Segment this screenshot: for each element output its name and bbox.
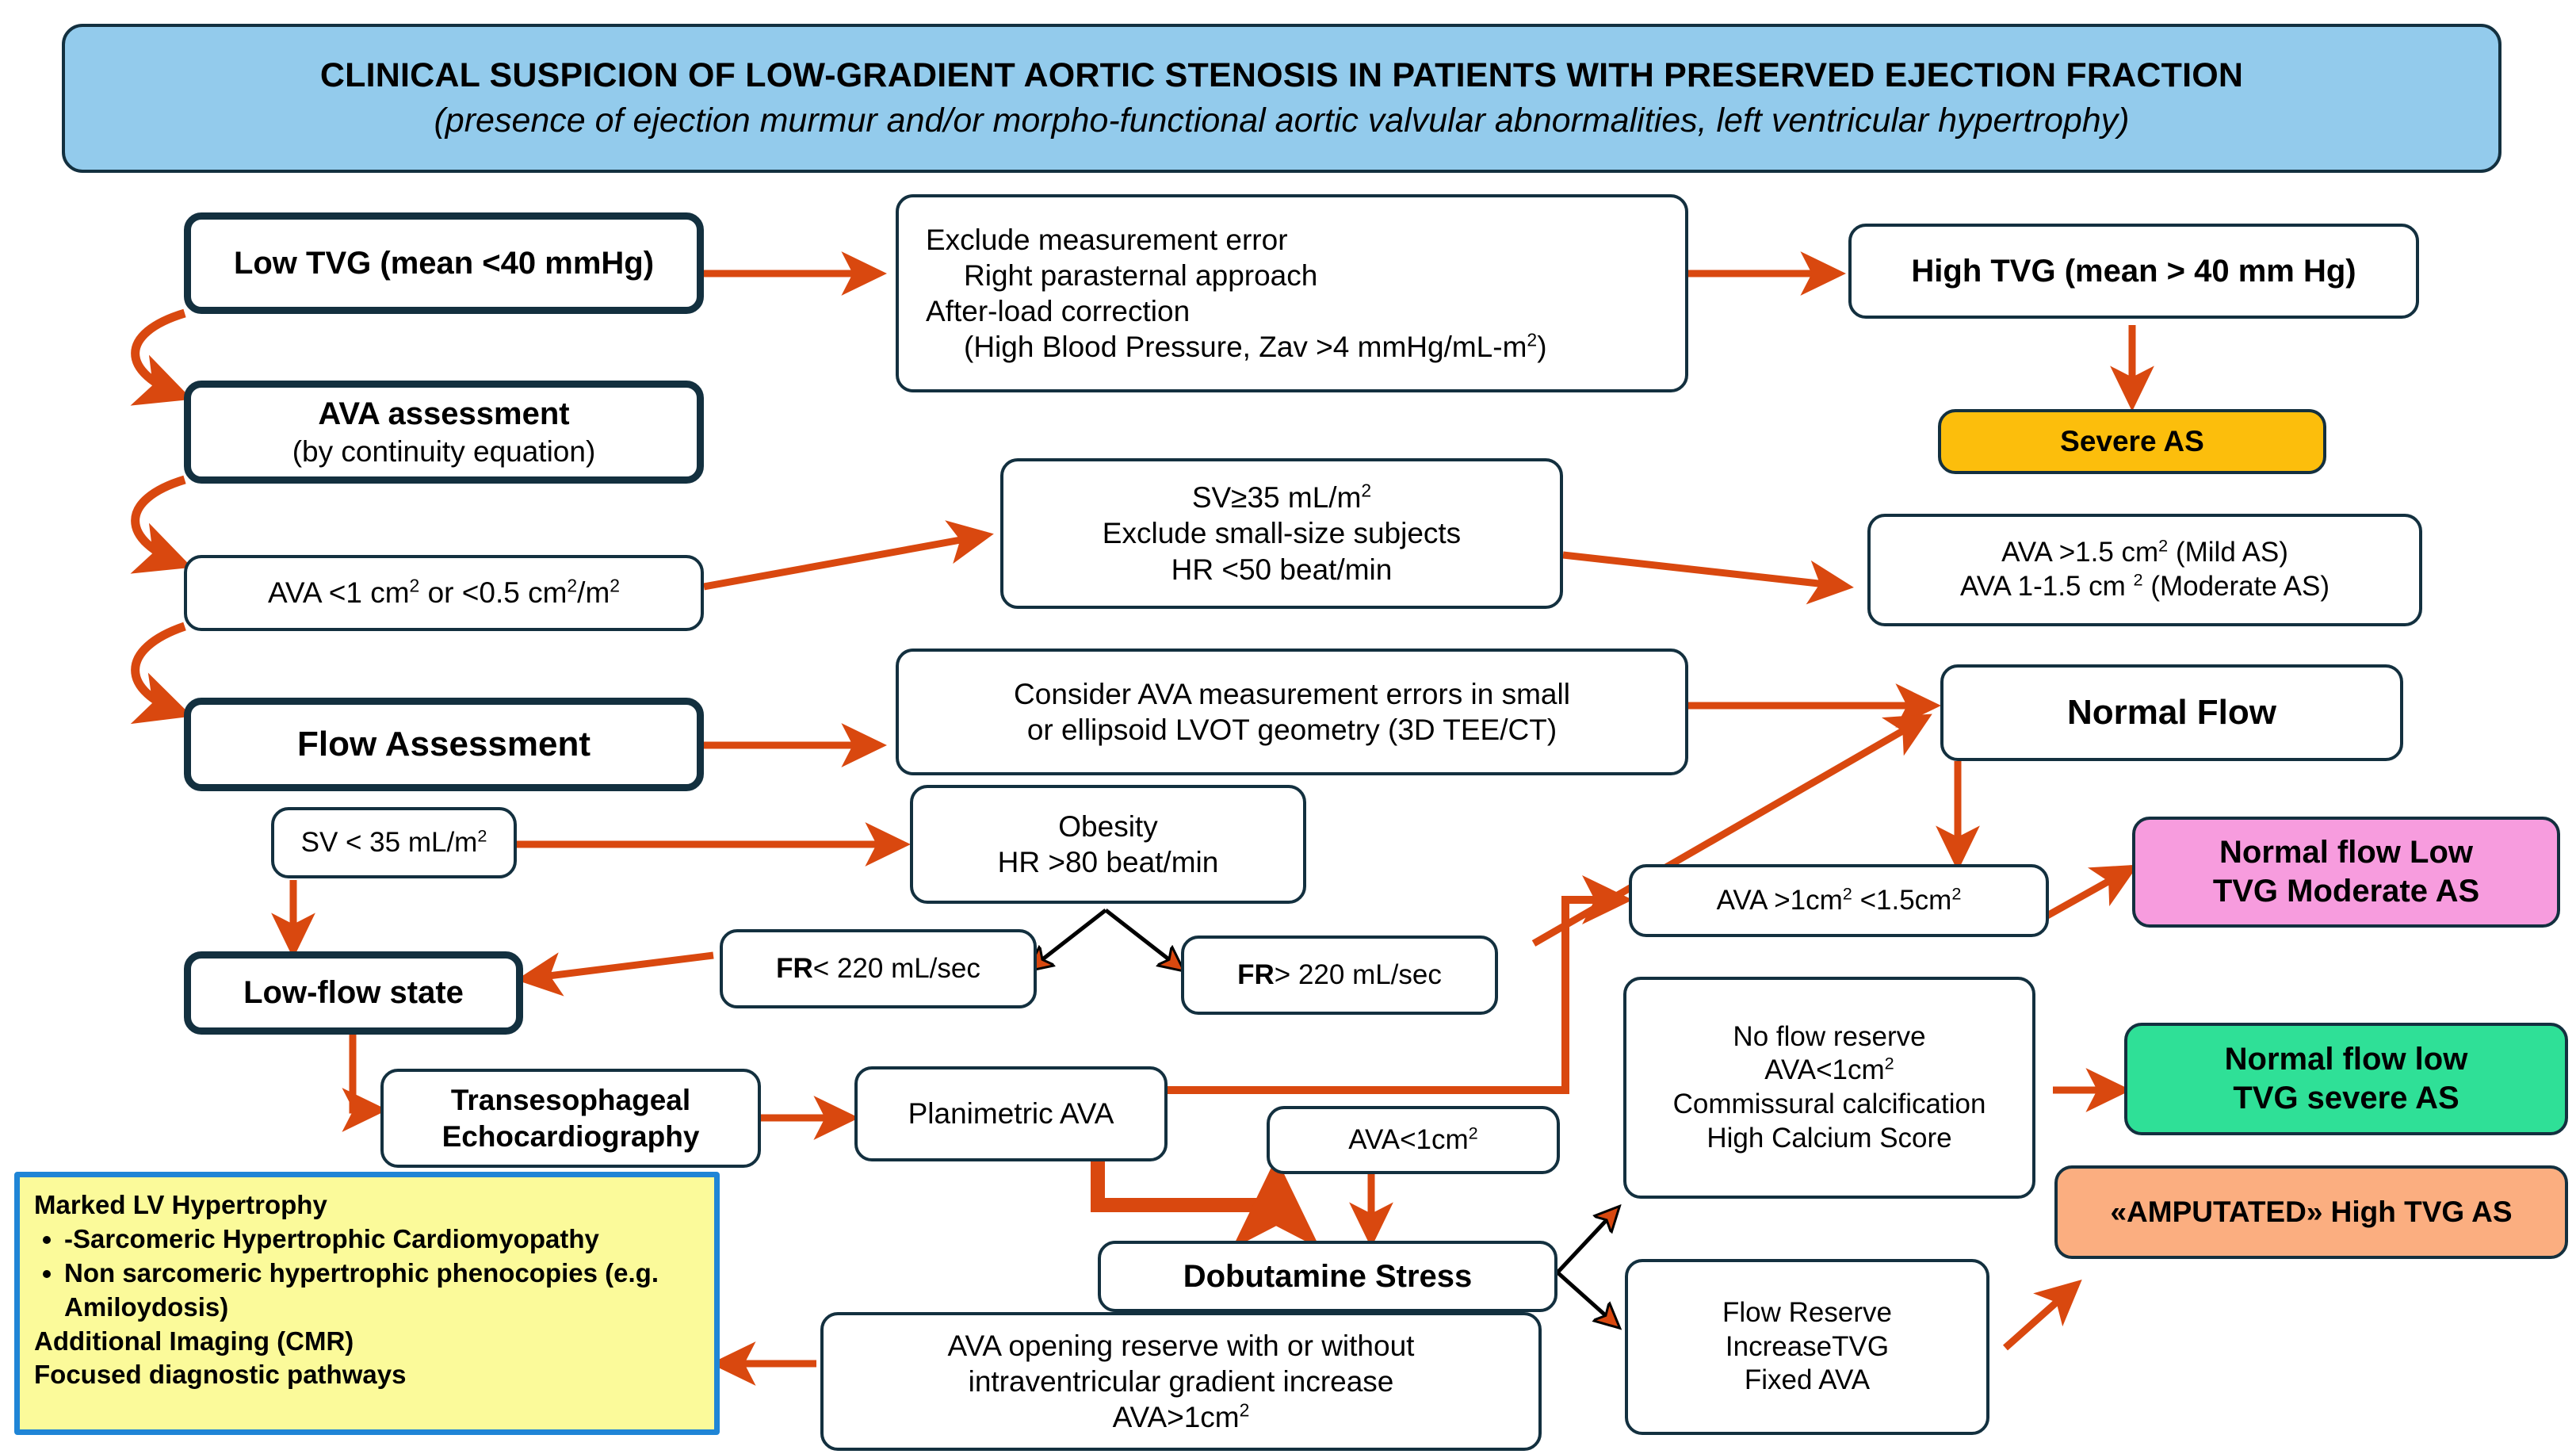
exclude-line-4: (High Blood Pressure, Zav >4 mmHg/mL-m2) — [964, 329, 1547, 364]
no-flow-line-3: Commissural calcification — [1672, 1089, 1986, 1119]
node-sv-ge-35[interactable]: SV≥35 mL/m2 Exclude small-size subjects … — [1000, 458, 1563, 609]
node-low-tvg[interactable]: Low TVG (mean <40 mmHg) — [184, 212, 704, 314]
node-transesophageal-echo[interactable]: Transesophageal Echocardiography — [380, 1069, 761, 1168]
note-line-4: Focused diagnostic pathways — [34, 1360, 407, 1390]
green-line-1: Normal flow low — [2224, 1042, 2468, 1077]
note-bullets: -Sarcomeric Hypertrophic Cardiomyopathy … — [34, 1223, 700, 1325]
node-normal-flow-low-tvg-severe-as[interactable]: Normal flow low TVG severe AS — [2124, 1023, 2568, 1135]
note-bullet-2: Non sarcomeric hypertrophic phenocopies … — [64, 1257, 700, 1325]
opening-reserve-line-2: intraventricular gradient increase — [968, 1364, 1394, 1398]
note-bullet-1: -Sarcomeric Hypertrophic Cardiomyopathy — [64, 1223, 700, 1257]
fr-gt-220-prefix: FR — [1237, 958, 1275, 990]
node-sv-lt-35[interactable]: SV < 35 mL/m2 — [271, 807, 517, 878]
fr-lt-220-rest: < 220 mL/sec — [812, 952, 980, 984]
tee-line-2: Echocardiography — [441, 1119, 700, 1153]
node-normal-flow[interactable]: Normal Flow — [1940, 664, 2403, 761]
sv-ge35-line-3: HR <50 beat/min — [1171, 553, 1393, 586]
node-ava-lt-1[interactable]: AVA <1 cm2 or <0.5 cm2/m2 — [184, 555, 704, 631]
mild-as-line: AVA >1.5 cm2 (Mild AS) — [2001, 535, 2288, 568]
node-high-tvg[interactable]: High TVG (mean > 40 mm Hg) — [1848, 224, 2419, 319]
no-flow-line-1: No flow reserve — [1733, 1020, 1926, 1052]
title-line-1: CLINICAL SUSPICION OF LOW-GRADIENT AORTI… — [319, 56, 2244, 94]
node-flow-reserve[interactable]: Flow Reserve IncreaseTVG Fixed AVA — [1625, 1259, 1989, 1435]
exclude-line-3: After-load correction — [926, 295, 1191, 327]
node-exclude-measurement-error[interactable]: Exclude measurement error Right paraster… — [896, 194, 1688, 392]
consider-line-2: or ellipsoid LVOT geometry (3D TEE/CT) — [1026, 714, 1557, 746]
no-flow-line-2: AVA<1cm2 — [1764, 1053, 1894, 1086]
node-consider-ava-errors[interactable]: Consider AVA measurement errors in small… — [896, 649, 1688, 775]
node-mild-moderate-as[interactable]: AVA >1.5 cm2 (Mild AS) AVA 1-1.5 cm 2 (M… — [1867, 514, 2422, 626]
node-no-flow-reserve[interactable]: No flow reserve AVA<1cm2 Commissural cal… — [1623, 977, 2035, 1199]
page-title: CLINICAL SUSPICION OF LOW-GRADIENT AORTI… — [62, 24, 2501, 173]
pink-line-2: TVG Moderate AS — [2212, 874, 2480, 909]
node-ava-lt-1cm2[interactable]: AVA<1cm2 — [1267, 1106, 1560, 1174]
tee-line-1: Transesophageal — [450, 1084, 691, 1117]
flow-reserve-line-2: IncreaseTVG — [1725, 1330, 1890, 1362]
ava-assessment-line-2: (by continuity equation) — [292, 434, 596, 468]
ava-assessment-line-1: AVA assessment — [318, 396, 570, 432]
node-dobutamine-stress[interactable]: Dobutamine Stress — [1098, 1241, 1557, 1312]
node-ava-opening-reserve[interactable]: AVA opening reserve with or without intr… — [820, 1312, 1542, 1451]
node-flow-assessment[interactable]: Flow Assessment — [184, 698, 704, 791]
note-line-3: Additional Imaging (CMR) — [34, 1326, 354, 1356]
opening-reserve-line-3: AVA>1cm2 — [1112, 1399, 1250, 1434]
obesity-line-1: Obesity — [1058, 809, 1158, 843]
sv-ge35-line-1: SV≥35 mL/m2 — [1191, 480, 1372, 515]
node-obesity[interactable]: Obesity HR >80 beat/min — [910, 785, 1306, 904]
opening-reserve-line-1: AVA opening reserve with or without — [947, 1329, 1415, 1362]
node-fr-lt-220[interactable]: FR< 220 mL/sec — [720, 929, 1037, 1008]
node-amputated-high-tvg-as[interactable]: «AMPUTATED» High TVG AS — [2054, 1165, 2568, 1259]
green-line-2: TVG severe AS — [2233, 1081, 2459, 1115]
obesity-line-2: HR >80 beat/min — [997, 846, 1219, 878]
node-planimetric-ava[interactable]: Planimetric AVA — [854, 1066, 1168, 1161]
exclude-line-2: Right parasternal approach — [964, 258, 1318, 292]
moderate-as-line: AVA 1-1.5 cm 2 (Moderate AS) — [1960, 569, 2329, 602]
node-severe-as[interactable]: Severe AS — [1938, 409, 2326, 474]
node-ava-1-to-1-5[interactable]: AVA >1cm2 <1.5cm2 — [1629, 864, 2049, 937]
flow-reserve-line-3: Fixed AVA — [1744, 1364, 1871, 1396]
consider-line-1: Consider AVA measurement errors in small — [1014, 677, 1570, 710]
fr-lt-220-prefix: FR — [776, 952, 813, 984]
sv-ge35-line-2: Exclude small-size subjects — [1102, 517, 1462, 550]
node-ava-assessment[interactable]: AVA assessment (by continuity equation) — [184, 381, 704, 484]
no-flow-line-4: High Calcium Score — [1707, 1122, 1952, 1154]
pink-line-1: Normal flow Low — [2219, 835, 2473, 870]
exclude-line-1: Exclude measurement error — [926, 223, 1288, 256]
title-line-2: (presence of ejection murmur and/or morp… — [434, 101, 2130, 140]
note-lv-hypertrophy: Marked LV Hypertrophy -Sarcomeric Hypert… — [14, 1172, 720, 1435]
node-low-flow-state[interactable]: Low-flow state — [184, 951, 523, 1035]
fr-gt-220-rest: > 220 mL/sec — [1274, 958, 1442, 990]
node-normal-flow-low-tvg-moderate-as[interactable]: Normal flow Low TVG Moderate AS — [2132, 817, 2560, 928]
flow-reserve-line-1: Flow Reserve — [1722, 1296, 1892, 1328]
node-fr-gt-220[interactable]: FR> 220 mL/sec — [1181, 936, 1498, 1015]
note-title: Marked LV Hypertrophy — [34, 1190, 327, 1219]
